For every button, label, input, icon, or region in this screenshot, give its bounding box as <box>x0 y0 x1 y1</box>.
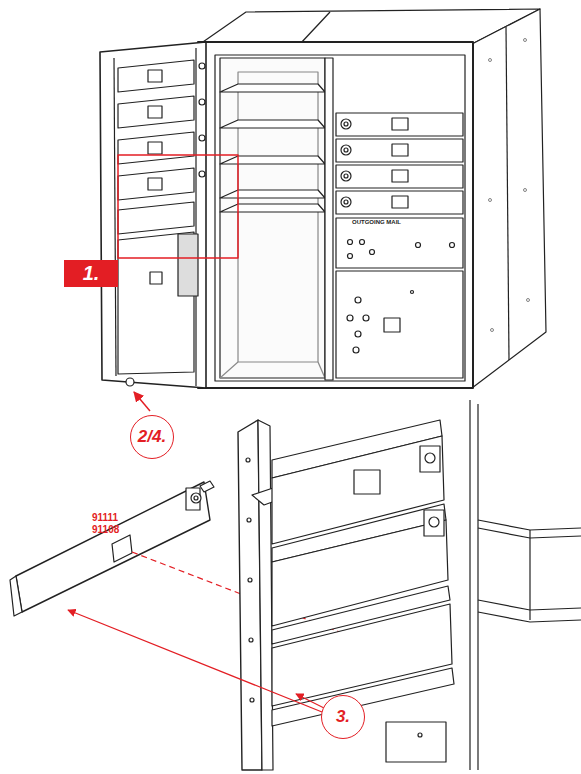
panel-holes <box>348 240 455 259</box>
leader-line <box>296 694 324 708</box>
floor-edge <box>220 362 238 378</box>
tenant-doors <box>336 113 463 214</box>
door-flange <box>10 576 22 616</box>
parcel-panel <box>336 271 463 378</box>
shelves <box>220 84 325 212</box>
door-rail <box>258 420 273 770</box>
back-wall <box>238 72 318 362</box>
callout-number: 2/4. <box>138 427 166 447</box>
callout-number: 3. <box>336 707 350 727</box>
callout-number: 1. <box>83 262 100 285</box>
door-label-window <box>150 272 162 284</box>
door-edge <box>195 48 196 386</box>
callout-circle: 3. <box>321 695 365 739</box>
door-lock <box>186 481 214 510</box>
side-holes <box>489 39 530 332</box>
door-compartments <box>118 60 205 234</box>
parcel-holes <box>347 291 414 354</box>
cabinet-seam <box>300 12 330 44</box>
inner-frame <box>215 55 465 381</box>
panel-text: OUTGOING MAIL <box>352 219 401 226</box>
hinges <box>420 446 444 536</box>
part-number: 91111 <box>92 512 118 523</box>
open-door <box>100 42 206 388</box>
door-bracket <box>178 234 198 296</box>
hinge-pin <box>126 378 134 386</box>
divider <box>325 58 333 380</box>
cabinet-seam <box>506 27 509 360</box>
cabinet-side <box>472 9 546 388</box>
door-label-window <box>112 535 132 562</box>
callout-circle: 2/4. <box>130 415 174 459</box>
door-edge <box>114 58 116 376</box>
front-frame <box>198 42 473 388</box>
leader-arrow <box>134 392 150 411</box>
part-number: 91108 <box>92 524 119 535</box>
open-compartment <box>220 58 325 378</box>
leader-line <box>68 610 322 712</box>
frame-compartments <box>272 420 454 726</box>
detail-frame <box>118 155 238 258</box>
floor-edge <box>318 362 325 378</box>
callout-box: 1. <box>64 260 118 287</box>
compartment-door <box>16 482 210 612</box>
outgoing-panel <box>336 218 463 268</box>
cabinet-interior <box>386 400 581 770</box>
